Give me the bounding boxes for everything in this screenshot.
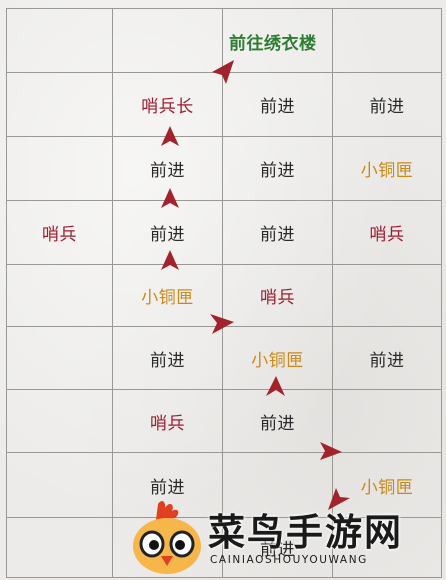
path-cell-label: 哨兵长 — [141, 97, 194, 117]
path-cell-label: 前进 — [260, 225, 295, 245]
path-cell-label: 哨兵 — [42, 225, 77, 245]
empty-cell — [333, 265, 442, 327]
path-cell-chest: 小铜匣 — [113, 265, 223, 327]
empty-cell — [333, 390, 442, 453]
destination-label: 前往绣衣楼 — [229, 34, 317, 54]
path-cell-label: 前进 — [369, 97, 405, 117]
path-cell-forward: 前进 — [223, 518, 333, 578]
destination-cell: 前往绣衣楼 — [223, 8, 333, 73]
path-cell-sentry: 哨兵 — [333, 201, 442, 265]
path-cell-sentry: 哨兵长 — [113, 73, 223, 137]
path-cell-label: 哨兵 — [150, 413, 185, 434]
path-cell-forward: 前进 — [223, 137, 333, 201]
path-cell-label: 前进 — [150, 225, 185, 245]
path-cell-label: 前进 — [260, 161, 295, 181]
path-cell-label: 小铜匣 — [360, 477, 414, 498]
path-cell-forward: 前进 — [113, 137, 223, 201]
empty-cell — [6, 390, 113, 453]
path-grid: 前往绣衣楼哨兵长前进前进前进前进小铜匣哨兵前进前进哨兵小铜匣哨兵前进小铜匣前进哨… — [6, 8, 442, 578]
path-cell-forward: 前进 — [113, 201, 223, 265]
watermark-subtitle: CAINIAOSHOUYOUWANG — [210, 554, 368, 566]
path-cell-forward: 前进 — [333, 327, 442, 390]
empty-cell — [6, 73, 113, 137]
path-cell-forward: 前进 — [333, 73, 442, 137]
site-watermark: 菜鸟手游网 CAINIAOSHOUYOUWANG — [128, 498, 446, 580]
path-cell-label: 哨兵 — [369, 225, 405, 245]
path-cell-forward: 前进 — [223, 73, 333, 137]
path-cell-forward: 前进 — [223, 390, 333, 453]
path-cell-sentry: 哨兵 — [223, 265, 333, 327]
empty-cell — [333, 518, 442, 578]
path-cell-forward: 前进 — [223, 201, 333, 265]
path-cell-label: 前进 — [150, 161, 185, 181]
empty-cell — [6, 327, 113, 390]
empty-cell — [113, 8, 223, 73]
path-cell-label: 小铜匣 — [141, 288, 194, 308]
path-cell-label: 小铜匣 — [251, 350, 304, 371]
path-cell-label: 前进 — [150, 477, 185, 498]
empty-cell — [6, 453, 113, 518]
path-cell-chest: 小铜匣 — [223, 327, 333, 390]
chicken-mascot-icon — [133, 501, 201, 574]
path-cell-label: 前进 — [150, 350, 185, 371]
path-cell-label: 前进 — [260, 540, 295, 560]
path-cell-sentry: 哨兵 — [6, 201, 113, 265]
path-cell-forward: 前进 — [113, 327, 223, 390]
empty-cell — [113, 518, 223, 578]
path-cell-label: 前进 — [260, 97, 295, 117]
path-cell-label: 前进 — [369, 350, 405, 371]
empty-cell — [223, 453, 333, 518]
path-cell-chest: 小铜匣 — [333, 137, 442, 201]
empty-cell — [333, 8, 442, 73]
watermark-title: 菜鸟手游网 — [208, 511, 403, 554]
path-cell-label: 前进 — [260, 413, 295, 434]
path-cell-label: 哨兵 — [260, 288, 295, 308]
path-cell-sentry: 哨兵 — [113, 390, 223, 453]
path-cell-chest: 小铜匣 — [333, 453, 442, 518]
empty-cell — [6, 8, 113, 73]
path-cell-label: 小铜匣 — [360, 161, 414, 181]
empty-cell — [6, 265, 113, 327]
empty-cell — [6, 137, 113, 201]
empty-cell — [6, 518, 113, 578]
